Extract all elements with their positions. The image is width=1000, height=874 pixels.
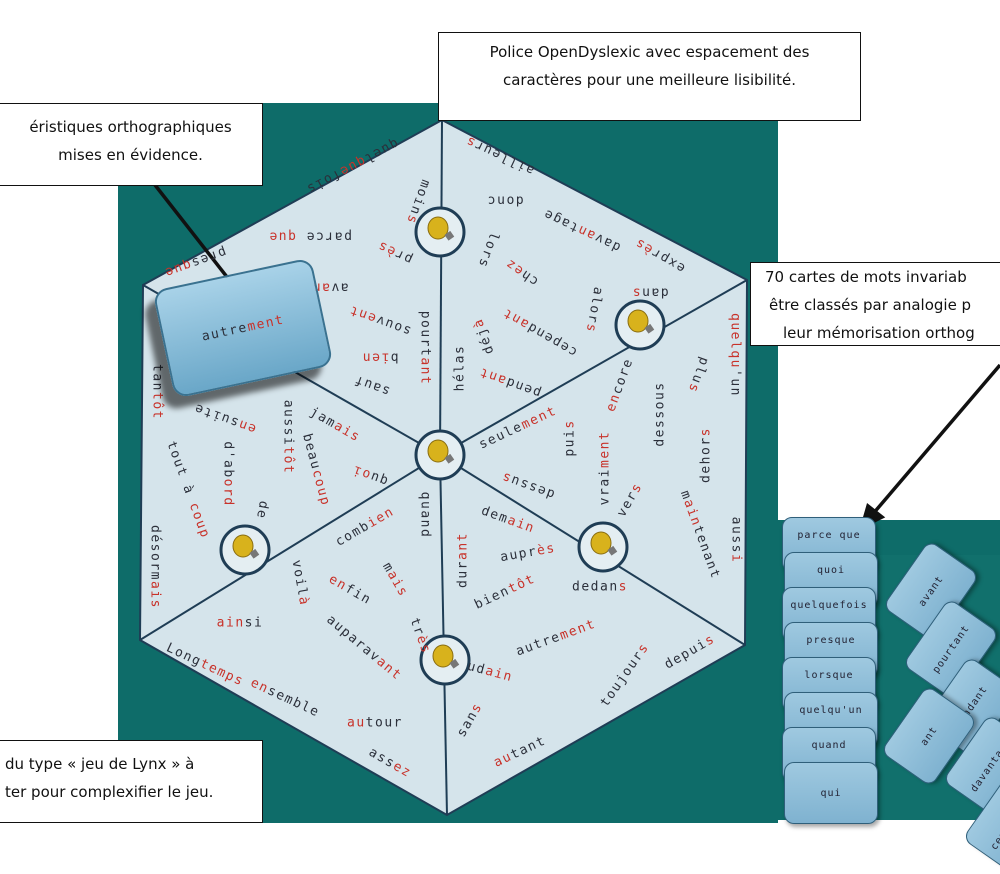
lightbulb-icon <box>414 206 466 258</box>
card-label: parce que <box>797 530 861 541</box>
board-word: aussitôt <box>281 400 296 475</box>
word-highlight: tôt <box>149 392 165 420</box>
word-highlight: ès <box>535 540 557 559</box>
word-highlight: ant <box>455 532 471 560</box>
word-highlight: ment <box>245 311 286 335</box>
word-highlight: ain <box>216 615 245 631</box>
word-part: dedan <box>572 579 619 595</box>
board-word: donc <box>486 193 523 208</box>
callout-spelling: éristiques orthographiques mises en évid… <box>0 103 263 186</box>
board-word: aussi <box>729 517 744 564</box>
card-label: quand <box>811 740 847 751</box>
word-part: autre <box>200 319 250 345</box>
word-highlight: s <box>698 427 714 437</box>
board-word: ainsi <box>217 616 264 631</box>
board-word: parce que <box>268 229 352 244</box>
card-label: cependant <box>988 793 1000 853</box>
callout-line: du type « jeu de Lynx » à <box>5 755 195 773</box>
word-part: parce <box>296 228 352 244</box>
lightbulb-icon <box>614 299 666 351</box>
word-part: dan <box>640 284 669 300</box>
word-highlight: ment <box>597 430 613 468</box>
callout-line: Police OpenDyslexic avec espacement des <box>489 43 810 61</box>
word-part: 'un <box>727 368 743 397</box>
card-label: qui <box>820 787 842 799</box>
word-highlight: s <box>631 284 641 300</box>
word-highlight: que <box>268 228 297 244</box>
callout-line: caractères pour une meilleure lisibilité… <box>502 71 797 89</box>
word-highlight: au <box>347 715 366 731</box>
word-highlight: tôt <box>280 446 296 475</box>
word-part: dessous <box>652 381 668 447</box>
lightbulb-icon <box>577 521 629 573</box>
callout-line: éristiques orthographiques <box>29 118 232 136</box>
card-label: davantage <box>968 735 1000 795</box>
board-word: d'abord <box>221 441 236 506</box>
board-word: bien <box>361 350 398 365</box>
word-part: dur <box>455 560 471 588</box>
callout-lynx: du type « jeu de Lynx » à ter pour compl… <box>0 740 263 823</box>
board-word: désormais <box>148 525 163 609</box>
callout-font: Police OpenDyslexic avec espacement des … <box>438 32 861 121</box>
board-word: autour <box>347 716 403 731</box>
board-word: dans <box>631 285 668 300</box>
word-part: quand <box>417 491 433 539</box>
callout-line: être classés par analogie p <box>769 296 972 314</box>
card-label: quelquefois <box>790 600 868 611</box>
lightbulb-icon <box>419 634 471 686</box>
board-word: puis <box>563 419 578 456</box>
board-word: de <box>253 500 271 521</box>
word-highlight: ien <box>361 349 390 365</box>
word-card[interactable]: qui <box>784 762 878 824</box>
word-highlight: ord <box>220 478 236 507</box>
card-label: lorsque <box>804 670 854 681</box>
card-label: presque <box>806 635 856 646</box>
word-part: pourt <box>417 310 433 358</box>
callout-line: leur mémorisation orthog <box>783 324 975 342</box>
word-highlight: quelqu <box>727 313 743 369</box>
word-part: donc <box>486 192 524 208</box>
arrow-to-stack <box>870 363 1000 517</box>
word-part: tour <box>365 715 403 731</box>
board-word: tantôt <box>150 364 165 420</box>
word-part: av <box>330 279 349 295</box>
callout-line: 70 cartes de mots invariab <box>765 268 967 286</box>
board-word: dessous <box>653 381 668 446</box>
card-word: autrement <box>200 312 285 344</box>
board-word: quelqu'un <box>728 313 743 397</box>
word-highlight: s <box>562 419 578 429</box>
lightbulb-icon <box>414 429 466 481</box>
word-part: désorm <box>147 525 163 581</box>
word-part: si <box>244 615 264 631</box>
callout-line: ter pour complexifier le jeu. <box>5 783 214 801</box>
word-part: dehor <box>698 436 714 483</box>
word-part: pui <box>562 428 578 457</box>
word-part: b <box>389 349 399 365</box>
word-part: tan <box>149 364 165 392</box>
board-word: durant <box>456 532 471 588</box>
word-part: vrai <box>597 468 613 506</box>
word-part: d'ab <box>220 441 236 479</box>
lightbulb-icon <box>219 524 271 576</box>
card-label: quelqu'un <box>799 705 863 716</box>
board-word: dehors <box>699 427 714 483</box>
word-highlight: s <box>618 579 628 595</box>
callout-cards: 70 cartes de mots invariab être classés … <box>750 262 1000 346</box>
word-part: hélas <box>452 344 468 392</box>
card-label: ant <box>918 724 940 748</box>
board-word: vraiment <box>598 431 613 506</box>
card-label: quoi <box>816 565 846 576</box>
word-part: aussi <box>280 399 296 447</box>
word-part: de <box>252 499 272 521</box>
word-highlight: ant <box>417 357 433 386</box>
card-label: avant <box>916 573 946 609</box>
word-highlight: ais <box>147 580 163 609</box>
board-word: dedans <box>572 580 628 595</box>
word-highlight: i <box>728 553 744 564</box>
callout-line: mises en évidence. <box>58 146 203 164</box>
word-part: auss <box>728 516 744 554</box>
board-word: hélas <box>453 345 468 392</box>
board-word: quand <box>418 492 433 539</box>
board-word: pourtant <box>418 311 433 386</box>
